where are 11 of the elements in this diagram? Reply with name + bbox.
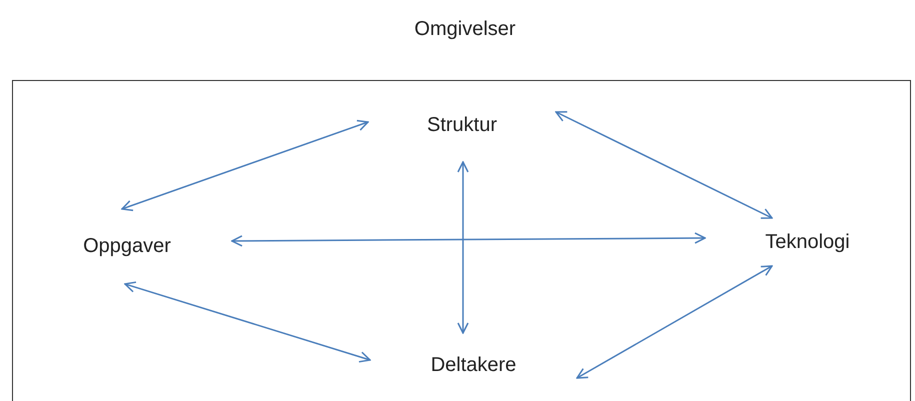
factor-label: Teknologi (765, 230, 850, 254)
double-arrow (124, 281, 371, 363)
double-arrow (121, 120, 369, 212)
factor-label: Deltakere (430, 354, 516, 377)
factor-label: Oppgaver (83, 234, 171, 258)
factor-label: Struktur (426, 114, 498, 136)
double-arrow (555, 111, 773, 219)
environment-label: Omgivelser (413, 18, 517, 41)
double-arrow (576, 265, 773, 379)
double-arrow (231, 232, 706, 247)
double-arrow (457, 161, 469, 334)
